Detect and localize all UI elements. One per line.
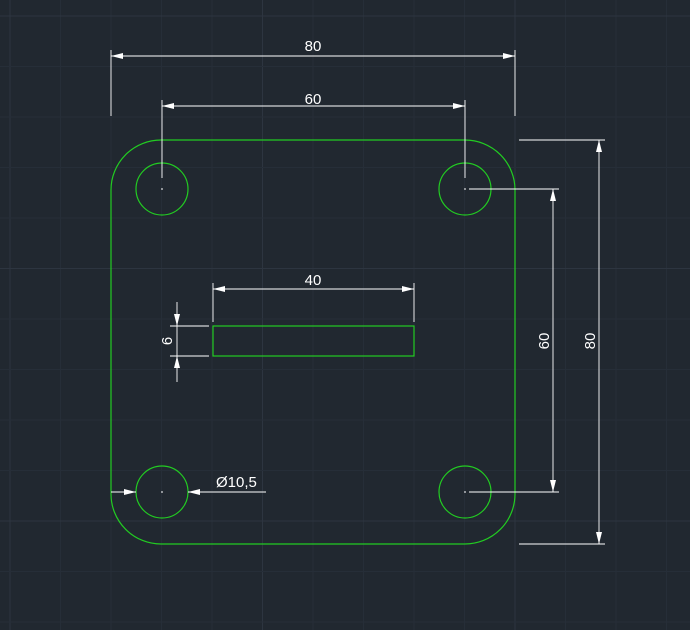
- dimension-overall-height[interactable]: 80: [519, 139, 605, 545]
- dimension-label: 60: [536, 333, 553, 350]
- dimension-label: 6: [159, 337, 176, 345]
- dimension-label: Ø10,5: [216, 474, 257, 491]
- dimension-slot-length[interactable]: 40: [212, 272, 415, 322]
- dimensions: 80 60 40 6 60: [110, 38, 605, 545]
- dimension-label: 80: [582, 333, 599, 350]
- dimension-label: 80: [305, 38, 322, 55]
- center-slot[interactable]: [212, 325, 415, 357]
- dimension-label: 60: [305, 91, 322, 108]
- dimension-hole-diameter[interactable]: Ø10,5: [111, 474, 266, 495]
- hole-center-marks: [161, 188, 466, 493]
- dimension-hole-spacing-vertical[interactable]: 60: [469, 188, 559, 493]
- plate-outline[interactable]: [110, 139, 516, 545]
- dimension-label: 40: [305, 272, 322, 289]
- dimension-slot-width[interactable]: 6: [159, 302, 209, 382]
- dimension-hole-spacing-horizontal[interactable]: 60: [161, 91, 466, 178]
- dimension-overall-width[interactable]: 80: [110, 38, 516, 116]
